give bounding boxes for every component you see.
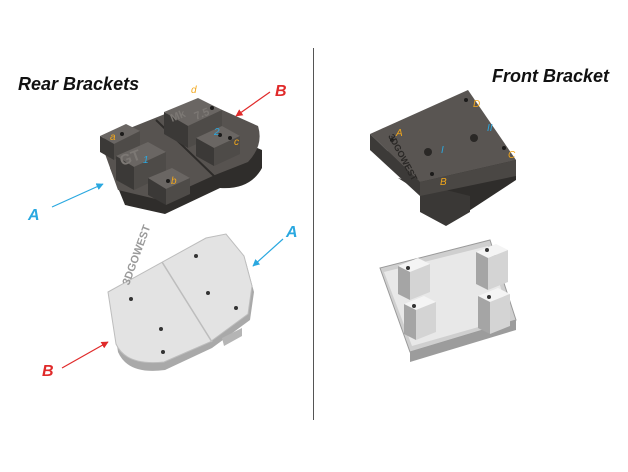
front-bracket-dark-part [370, 90, 516, 226]
front-bracket-heading: Front Bracket [492, 66, 610, 86]
rear-label-1: 1 [143, 155, 149, 166]
rear-arrow-a-top [51, 183, 104, 208]
mk-version-marking: 7.5 [193, 106, 212, 123]
front-label-ii: II [487, 123, 493, 134]
rear-label-c: c [234, 137, 239, 148]
rear-label-b: b [171, 176, 177, 187]
rear-label-d: d [191, 85, 197, 96]
rear-bracket-light-part [107, 233, 254, 371]
rear-arrow-b-top [235, 91, 271, 117]
front-label-a: A [395, 128, 403, 139]
section-divider [313, 48, 314, 420]
front-label-d: D [473, 99, 480, 110]
gt-marking: GT [118, 147, 143, 170]
rear-arrow-b-bottom [61, 341, 109, 369]
rear-callout-b-top: B [275, 83, 287, 100]
rear-callout-a-top: A [27, 207, 40, 224]
rear-bracket-dark-part [100, 98, 262, 214]
rear-callout-b-bottom: B [42, 363, 54, 380]
front-bracket-light-part [379, 239, 517, 362]
rear-arrow-a-bottom [252, 238, 284, 267]
rear-label-a: a [110, 132, 116, 143]
front-label-i: I [441, 145, 444, 156]
rear-brackets-heading: Rear Brackets [18, 74, 140, 94]
mk-marking: Mk [169, 108, 188, 125]
rear-callout-a-bottom: A [285, 224, 298, 241]
front-label-b: B [440, 177, 447, 188]
rear-label-2: 2 [213, 127, 220, 138]
front-label-c: C [508, 150, 516, 161]
